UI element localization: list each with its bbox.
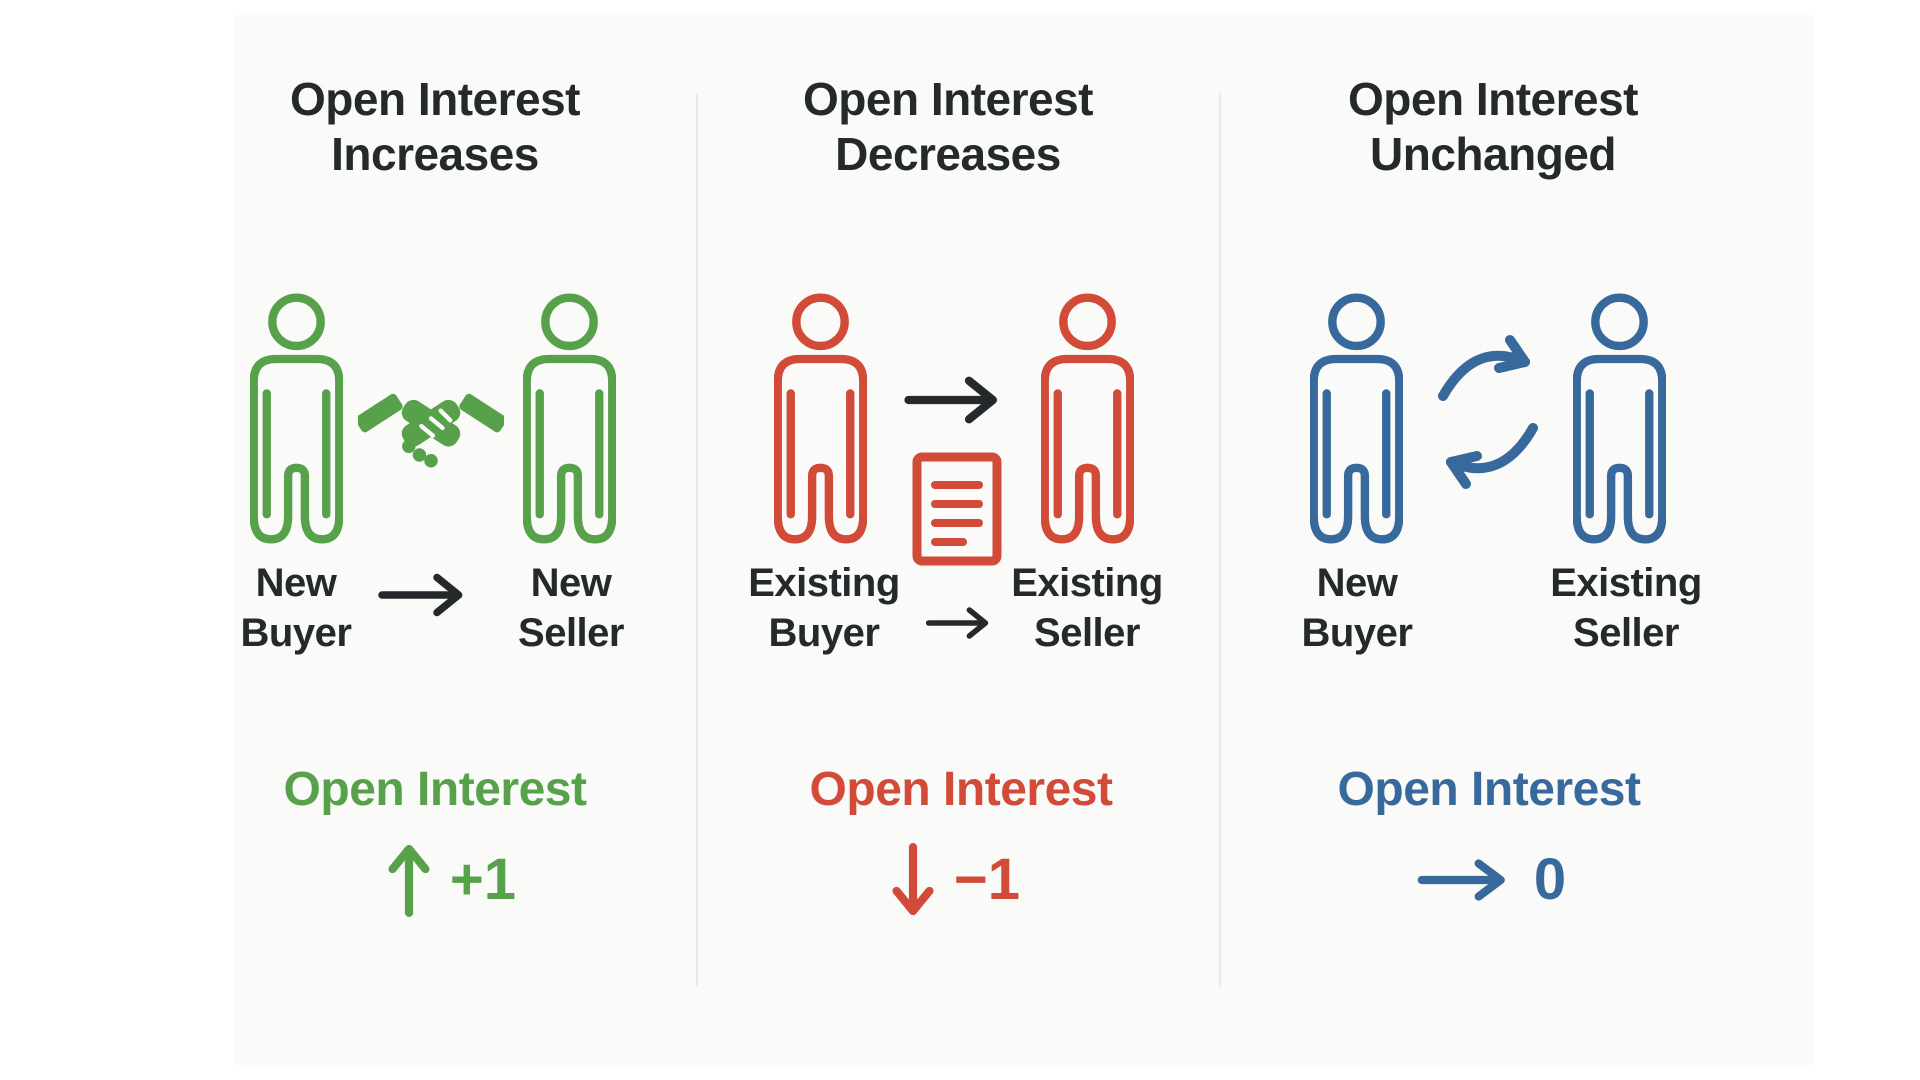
label-new-buyer: New Buyer (240, 561, 352, 655)
document-icon (912, 452, 1002, 566)
result-label: Open Interest (809, 763, 1113, 816)
result-value-row: 0 (1290, 840, 1690, 920)
person-icon (1041, 293, 1134, 544)
result-label: Open Interest (283, 763, 587, 816)
label-existing-seller: Existing Seller (1011, 561, 1163, 655)
person-icon (774, 293, 867, 544)
right-arrow-icon (1417, 859, 1505, 901)
person-icon (1310, 293, 1403, 544)
panel-divider-left (696, 93, 698, 987)
label-existing-seller: Existing Seller (1550, 561, 1702, 655)
right-arrow-icon (903, 374, 1013, 426)
diagram-card (235, 15, 1813, 1065)
person-icon (523, 293, 616, 544)
result-value-row: −1 (756, 840, 1156, 920)
result-value: +1 (449, 847, 517, 912)
cycle-arrows-icon (1438, 335, 1538, 489)
up-arrow-icon (388, 844, 430, 917)
panel-increases-title: Open Interest Increases (289, 73, 581, 180)
result-value: 0 (1533, 847, 1567, 912)
panel-unchanged-title: Open Interest Unchanged (1347, 73, 1639, 180)
down-arrow-icon (892, 843, 934, 916)
label-new-seller: New Seller (518, 561, 624, 655)
result-value: −1 (953, 847, 1021, 912)
panel-divider-right (1219, 93, 1221, 987)
label-existing-buyer: Existing Buyer (748, 561, 900, 655)
person-icon (250, 293, 343, 544)
label-new-buyer: New Buyer (1301, 561, 1413, 655)
handshake-icon (358, 393, 504, 468)
result-value-row: +1 (252, 840, 652, 920)
result-label: Open Interest (1337, 763, 1641, 816)
panel-decreases-title: Open Interest Decreases (802, 73, 1094, 180)
person-icon (1573, 293, 1666, 544)
